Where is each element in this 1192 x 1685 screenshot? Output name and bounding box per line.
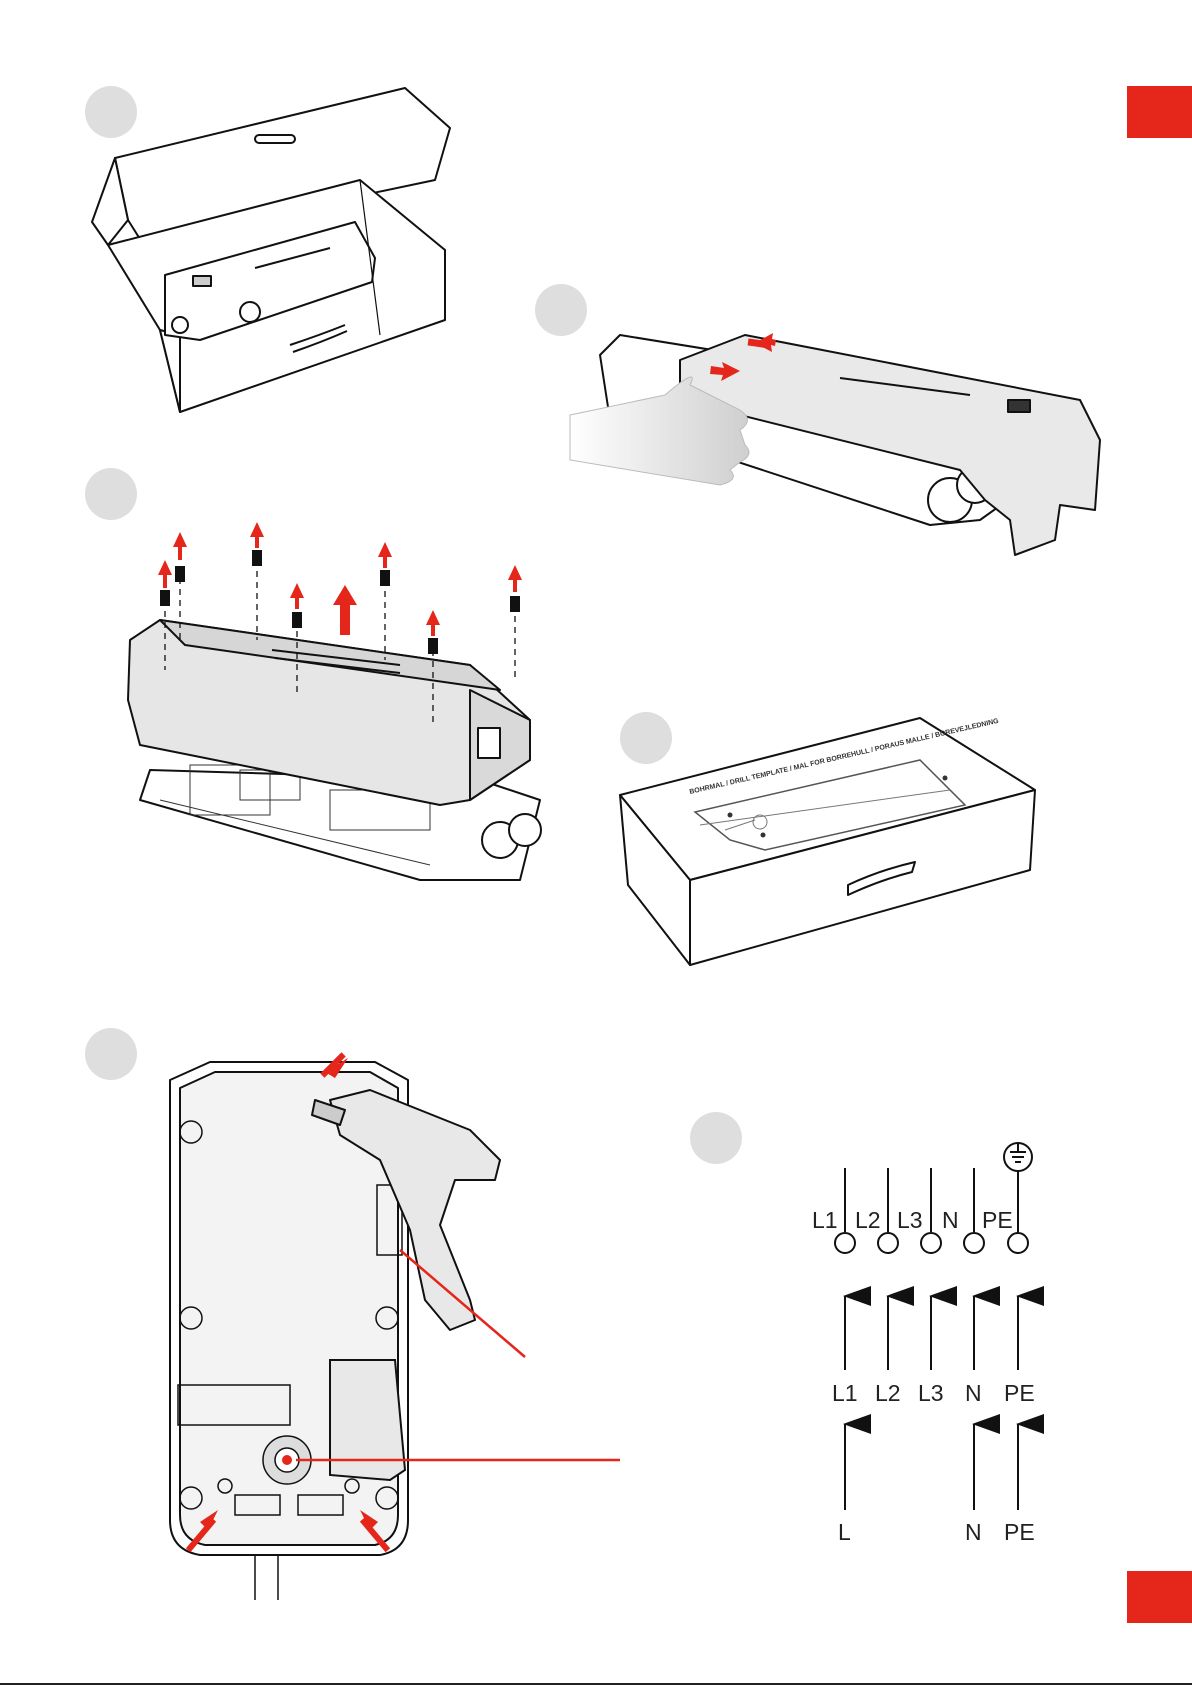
supply1-label-n: N (965, 1519, 982, 1545)
terminal-label-l2: L2 (855, 1207, 881, 1233)
supply3-label-n: N (965, 1380, 982, 1406)
supply3-label-l3: L3 (918, 1380, 944, 1406)
terminal-label-pe: PE (982, 1207, 1013, 1233)
supply3-label-l2: L2 (875, 1380, 901, 1406)
terminal-label-n: N (942, 1207, 959, 1233)
supply1-label-pe: PE (1004, 1519, 1035, 1545)
terminal-label-l1: L1 (812, 1207, 838, 1233)
terminal-label-l3: L3 (897, 1207, 923, 1233)
supply3-label-l1: L1 (832, 1380, 858, 1406)
supply1-label-l: L (838, 1519, 851, 1545)
supply3-label-pe: PE (1004, 1380, 1035, 1406)
